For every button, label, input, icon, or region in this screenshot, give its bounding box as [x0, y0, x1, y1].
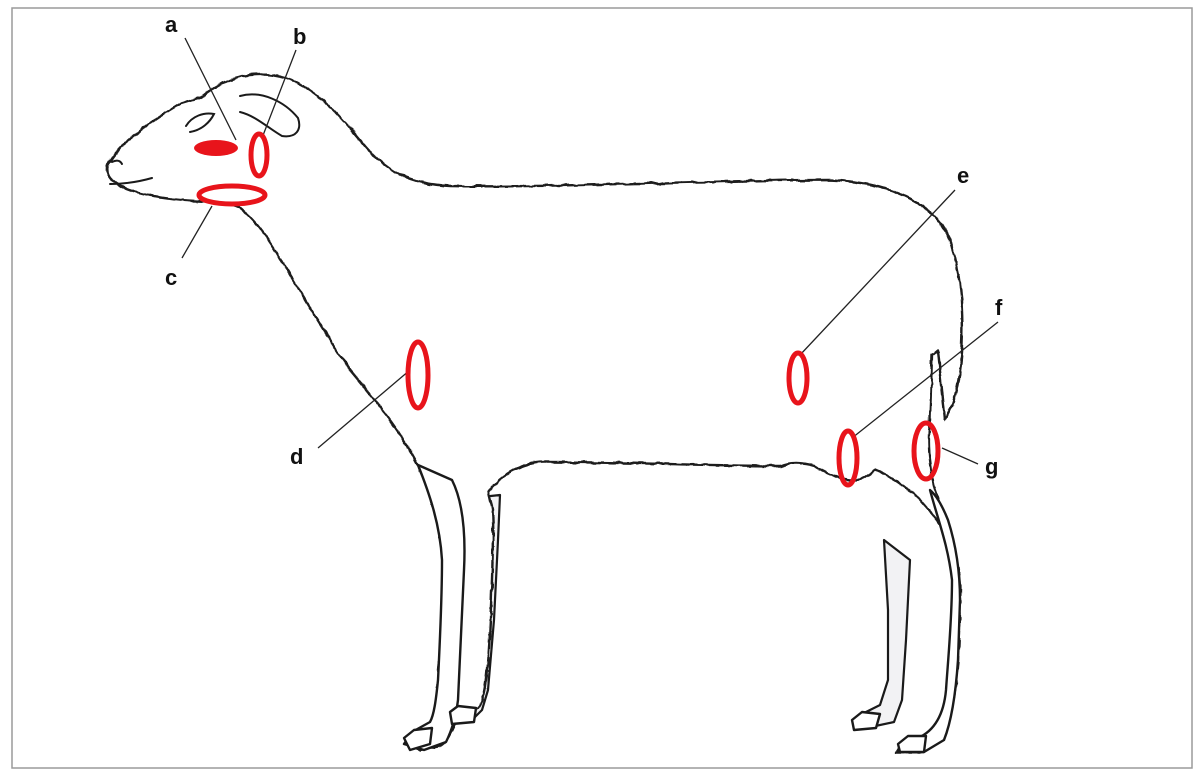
far-hindleg	[858, 540, 910, 728]
label-f: f	[995, 295, 1003, 320]
sheep-outline	[107, 74, 962, 752]
far-hind-hoof	[852, 712, 880, 730]
label-c: c	[165, 265, 177, 290]
node-marker-a	[194, 140, 238, 156]
far-side-legs	[455, 495, 910, 728]
label-b: b	[293, 24, 306, 49]
leader-line-c	[182, 206, 212, 258]
sheep-body	[107, 74, 962, 752]
label-e: e	[957, 163, 969, 188]
far-front-hoof	[450, 706, 476, 724]
leader-line-g	[942, 448, 978, 464]
hind-hoof	[898, 736, 926, 752]
label-d: d	[290, 444, 303, 469]
label-a: a	[165, 12, 178, 37]
label-g: g	[985, 454, 998, 479]
